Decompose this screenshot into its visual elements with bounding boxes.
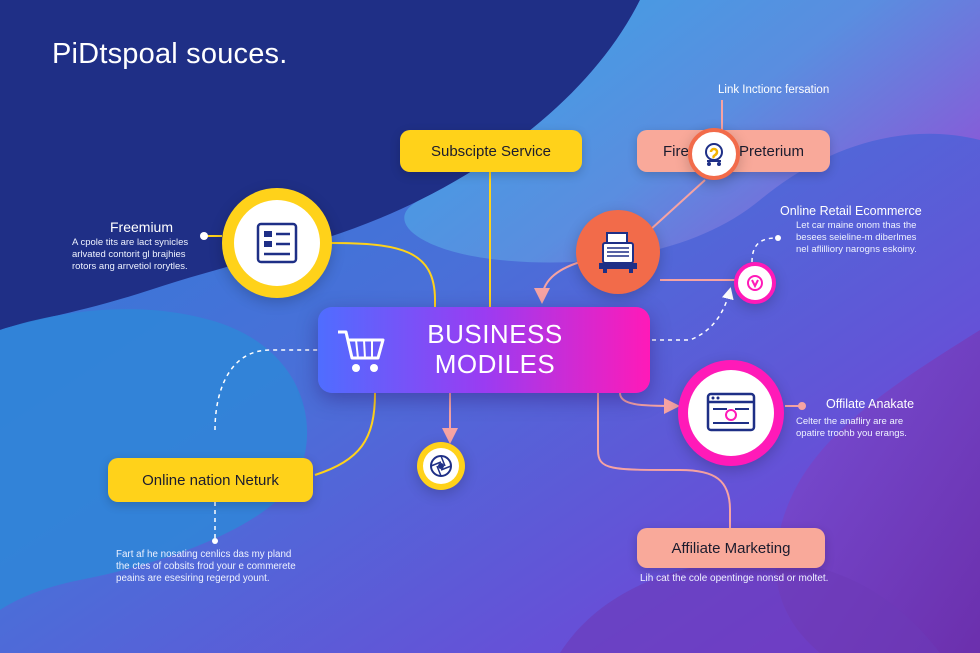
business-models-title: BUSINESS MODILES xyxy=(395,319,595,379)
freemium-circle xyxy=(222,188,332,298)
premium-label-left: Firet xyxy=(663,142,693,160)
subscription-service-node: Subscipte Service xyxy=(400,130,582,172)
shop-badge-icon xyxy=(688,128,740,180)
currency-icon xyxy=(734,262,776,304)
online-network-label: Online nation Neturk xyxy=(142,471,279,489)
freemium-description: A cpole tits are lact synicles arlvated … xyxy=(72,237,189,272)
affiliate-right-title: Offilate Anakate xyxy=(826,397,915,411)
browser-window-icon xyxy=(706,392,756,432)
affiliate-right-description: Celter the anafliry are are opatire troo… xyxy=(796,416,907,439)
business-models-line1: BUSINESS xyxy=(427,319,563,349)
affiliate-marketing-description: Lih cat the cole opentinge nonsd or molt… xyxy=(640,573,829,584)
register-icon xyxy=(599,232,637,273)
business-models-center xyxy=(318,307,650,393)
freemium-title: Freemium xyxy=(110,219,174,235)
affiliate-circle xyxy=(678,360,784,466)
online-network-node: Online nation Neturk xyxy=(108,458,313,502)
subscription-service-label: Subscipte Service xyxy=(430,142,552,160)
business-models-line2: MODILES xyxy=(434,349,556,379)
document-form-icon xyxy=(256,222,298,264)
affiliate-marketing-node: Affiliate Marketing xyxy=(637,528,825,568)
aperture-icon xyxy=(430,455,452,477)
premium-label-right: Preterium xyxy=(738,142,804,160)
affiliate-marketing-label: Affiliate Marketing xyxy=(671,539,791,557)
shopping-cart-icon xyxy=(338,330,385,372)
page-title: PiDtspoal souces. xyxy=(52,38,288,70)
link-info-label: Link Inctionc fersation xyxy=(718,84,830,96)
online-retail-title: Online Retail Ecommerce xyxy=(780,204,922,218)
aperture-circle xyxy=(417,442,465,490)
online-network-description: Fart af he nosating cenlics das my pland… xyxy=(116,549,296,584)
online-retail-circle xyxy=(576,210,660,294)
online-retail-description: Let car maine onom thas the besees seiel… xyxy=(796,220,917,255)
